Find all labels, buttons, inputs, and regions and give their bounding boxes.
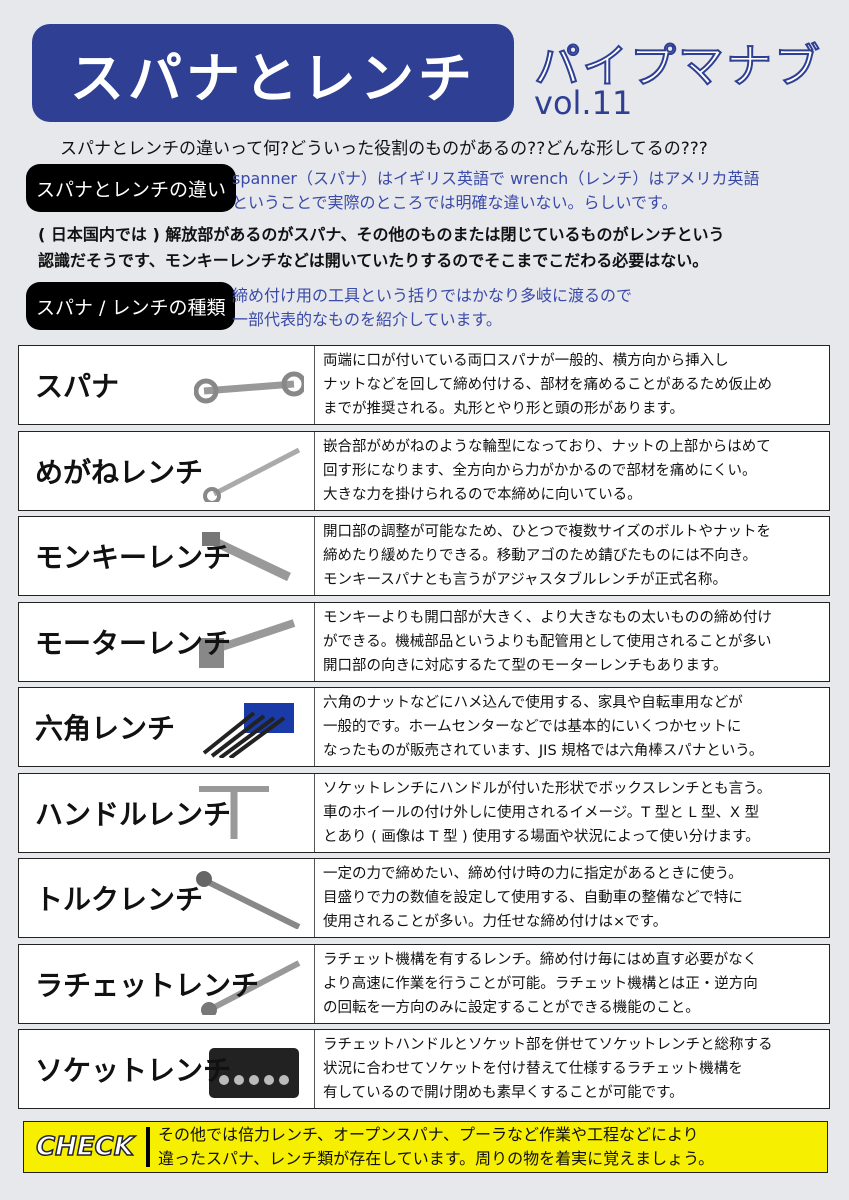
tool-row: ソケットレンチ ラチェットハンドルとソケット部を併せてソケットレンチと総称する状況… [18, 1029, 830, 1109]
text-line: 認識だそうです、モンキーレンチなどは開いていたりするのでそこまでこだわる必要はな… [38, 251, 709, 270]
tool-name: モーターレンチ [35, 626, 232, 660]
tool-row: ラチェットレンチ ラチェット機構を有するレンチ。締め付け毎にはめ直す必要がなくより… [18, 943, 830, 1024]
text-line: ソケットレンチにハンドルが付いた形状でボックスレンチとも言う。 [323, 780, 772, 797]
text-line: spanner（スパナ）はイギリス英語で wrench（レンチ）はアメリカ英語 [232, 169, 760, 188]
tool-description: ソケットレンチにハンドルが付いた形状でボックスレンチとも言う。車のホイールの付け… [315, 774, 829, 852]
socket-set-icon [209, 1048, 299, 1098]
tool-name: ラチェットレンチ [35, 968, 260, 1002]
check-label: CHECK [35, 1131, 134, 1163]
spanner-icon [194, 371, 304, 404]
text-line: 一般的です。ホームセンターなどでは基本的にいくつかセットに [323, 719, 742, 735]
text-line: 車のホイールの付け外しに使用されるイメージ。T 型と L 型、X 型 [323, 804, 760, 821]
tool-description: 六角のナットなどにハメ込んで使用する、家具や自転車用などが一般的です。ホームセン… [315, 688, 829, 766]
tool-label-cell: ソケットレンチ [19, 1030, 315, 1108]
text-line: 開口部の調整が可能なため、ひとつで複数サイズのボルトやナットを [323, 524, 772, 540]
tool-label-cell: めがねレンチ [19, 431, 315, 510]
text-line: ラチェット機構を有するレンチ。締め付け毎にはめ直す必要がなく [323, 951, 758, 968]
text-line: とあり ( 画像は T 型 ) 使用する場面や状況によって使い分けます。 [323, 828, 760, 845]
intro-question: スパナとレンチの違いって何?どういった役割のものがあるの??どんな形してるの??… [60, 139, 708, 159]
note-text: ( 日本国内では ) 解放部があるのがスパナ、その他のものまたは閉じているものが… [38, 222, 725, 274]
text-line: ナットなどを回して締め付ける、部材を痛めることがあるため仮止め [323, 377, 773, 393]
torque-wrench-icon [196, 871, 301, 929]
text-line: ができる。機械部品というよりも配管用として使用されることが多い [323, 633, 772, 650]
tool-description: 両端に口が付いている両口スパナが一般的、横方向から挿入しナットなどを回して締め付… [315, 346, 829, 424]
tool-label-cell: ラチェットレンチ [19, 944, 315, 1023]
tool-name: トルクレンチ [35, 883, 204, 916]
tool-label-cell: スパナ [19, 346, 315, 424]
hex-key-set-icon [202, 703, 294, 758]
tool-label-cell: モーターレンチ [19, 602, 315, 681]
tool-description: 嵌合部がめがねのような輪型になっており、ナットの上部からはめて回す形になります、… [315, 432, 829, 510]
text-line: までが推奨される。丸形とやり形と頭の形があります。 [323, 401, 685, 417]
tool-row: スパナ 両端に口が付いている両口スパナが一般的、横方向から挿入しナットなどを回して… [18, 345, 830, 425]
page-title: スパナとレンチ [32, 24, 514, 122]
tool-row: トルクレンチ 一定の力で締めたい、締め付け時の力に指定があるときに使う。目盛りで力… [18, 858, 830, 938]
text-line: モンキースパナとも言うがアジャスタブルレンチが正式名称。 [323, 572, 727, 588]
tool-name: ソケットレンチ [35, 1054, 232, 1087]
motor-wrench-icon [199, 618, 296, 668]
tool-description: 開口部の調整が可能なため、ひとつで複数サイズのボルトやナットを締めたり緩めたりで… [315, 517, 829, 595]
text-line: 状況に合わせてソケットを付け替えて仕様するラチェット機構を [323, 1061, 743, 1077]
text-line: より高速に作業を行うことが可能。ラチェット機構とは正・逆方向 [323, 975, 758, 992]
text-line: 使用されることが多い。力任せな締め付けは×です。 [323, 914, 668, 930]
tool-row: 六角レンチ 六角のナットなどにハメ込んで使用する、家具や自転車用などが一般的です。… [18, 687, 830, 767]
text-line: 嵌合部がめがねのような輪型になっており、ナットの上部からはめて [323, 438, 771, 455]
tool-name: スパナ [35, 370, 120, 403]
text-line: 六角のナットなどにハメ込んで使用する、家具や自転車用などが [323, 695, 743, 711]
tool-row: モンキーレンチ 開口部の調整が可能なため、ひとつで複数サイズのボルトやナットを締め… [18, 516, 830, 596]
tool-label-cell: モンキーレンチ [19, 517, 315, 595]
tool-label-cell: トルクレンチ [19, 859, 315, 937]
tool-row: モーターレンチ モンキーよりも開口部が大きく、より大きなもの太いものの締め付けがで… [18, 601, 830, 682]
tool-name: 六角レンチ [35, 712, 176, 745]
text-line: 大きな力を掛けられるので本締めに向いている。 [323, 486, 642, 503]
tool-row: めがねレンチ 嵌合部がめがねのような輪型になっており、ナットの上部からはめて回す形… [18, 430, 830, 511]
types-heading: スパナ / レンチの種類 [26, 282, 236, 330]
tool-label-cell: 六角レンチ [19, 688, 315, 766]
difference-text: spanner（スパナ）はイギリス英語で wrench（レンチ）はアメリカ英語 … [232, 167, 760, 215]
text-line: 目盛りで力の数値を設定して使用する、自動車の整備などで特に [323, 890, 743, 906]
tool-name: ハンドルレンチ [35, 797, 232, 831]
text-line: 開口部の向きに対応するたて型のモーターレンチもあります。 [323, 657, 728, 674]
types-text: 締め付け用の工具という括りではかなり多岐に渡るので 一部代表的なものを紹介してい… [232, 284, 632, 332]
text-line: その他では倍力レンチ、オープンスパナ、プーラなど作業や工程などにより [158, 1125, 699, 1144]
series-name: パイプマナブ [533, 38, 822, 94]
tool-name: めがねレンチ [35, 455, 204, 489]
text-line: 両端に口が付いている両口スパナが一般的、横方向から挿入し [323, 353, 729, 369]
check-text: その他では倍力レンチ、オープンスパナ、プーラなど作業や工程などにより 違ったスパ… [158, 1123, 714, 1171]
check-box: CHECK その他では倍力レンチ、オープンスパナ、プーラなど作業や工程などにより… [23, 1121, 828, 1173]
tool-name: モンキーレンチ [35, 541, 232, 574]
adjustable-wrench-icon [202, 532, 291, 582]
t-handle-wrench-icon [199, 785, 269, 839]
tool-row: ハンドルレンチ ソケットレンチにハンドルが付いた形状でボックスレンチとも言う。車の… [18, 772, 830, 853]
tool-description: モンキーよりも開口部が大きく、より大きなもの太いものの締め付けができる。機械部品… [315, 603, 829, 681]
ratchet-wrench-icon [201, 959, 301, 1015]
box-wrench-icon [203, 447, 301, 502]
tool-description: ラチェット機構を有するレンチ。締め付け毎にはめ直す必要がなくより高速に作業を行う… [315, 945, 829, 1023]
text-line: なったものが販売されています、JIS 規格では六角棒スパナという。 [323, 743, 764, 759]
tool-list: スパナ 両端に口が付いている両口スパナが一般的、横方向から挿入しナットなどを回して… [18, 345, 830, 1115]
text-line: 回す形になります、全方向から力がかかるので部材を痛めにくい。 [323, 462, 757, 479]
text-line: 違ったスパナ、レンチ類が存在しています。周りの物を着実に覚えましょう。 [158, 1149, 715, 1168]
difference-heading: スパナとレンチの違い [26, 164, 237, 212]
text-line: 有しているので開け閉めも素早くすることが可能です。 [323, 1085, 684, 1101]
text-line: モンキーよりも開口部が大きく、より大きなもの太いものの締め付け [323, 609, 772, 626]
text-line: 一定の力で締めたい、締め付け時の力に指定があるときに使う。 [323, 866, 743, 882]
text-line: 一部代表的なものを紹介しています。 [232, 310, 502, 329]
tool-description: ラチェットハンドルとソケット部を併せてソケットレンチと総称する状況に合わせてソケ… [315, 1030, 829, 1108]
text-line: 締め付け用の工具という括りではかなり多岐に渡るので [232, 286, 633, 305]
text-line: ということで実際のところでは明確な違いない。らしいです。 [232, 193, 678, 212]
tool-description: 一定の力で締めたい、締め付け時の力に指定があるときに使う。目盛りで力の数値を設定… [315, 859, 829, 937]
text-line: ( 日本国内では ) 解放部があるのがスパナ、その他のものまたは閉じているものが… [38, 225, 725, 244]
text-line: ラチェットハンドルとソケット部を併せてソケットレンチと総称する [323, 1037, 773, 1053]
volume-number: vol.11 [534, 84, 633, 122]
text-line: 締めたり緩めたりできる。移動アゴのため錆びたものには不向き。 [323, 548, 757, 564]
divider [146, 1127, 150, 1167]
text-line: の回転を一方向のみに設定することができる機能のこと。 [323, 999, 700, 1016]
tool-label-cell: ハンドルレンチ [19, 773, 315, 852]
